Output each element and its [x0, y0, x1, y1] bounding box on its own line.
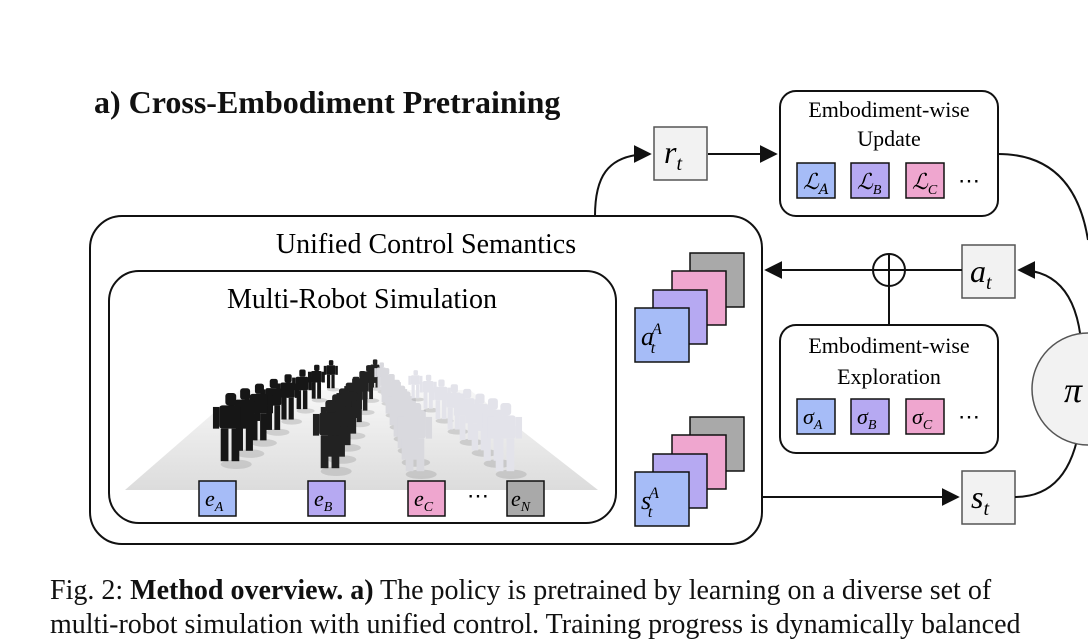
robot-figure — [323, 360, 340, 392]
svg-text:eN: eN — [511, 486, 531, 515]
policy-symbol: π — [1064, 370, 1083, 410]
figure-caption: Fig. 2: Method overview. a) The policy i… — [50, 574, 1088, 642]
robot-figure — [397, 403, 437, 479]
state-symbol: st — [971, 479, 989, 520]
reward-box — [653, 126, 708, 181]
loss-C-box: ℒC — [905, 162, 945, 199]
env-ellipsis: ⋯ — [467, 483, 489, 508]
robot-figure — [212, 393, 252, 469]
multi-robot-sim-title: Multi-Robot Simulation — [227, 284, 497, 315]
robot-figure — [487, 403, 527, 479]
svg-text:aAt: aAt — [641, 321, 662, 357]
loss-B-box: ℒB — [850, 162, 890, 199]
svg-text:eB: eB — [314, 486, 333, 515]
svg-text:sAt: sAt — [641, 485, 659, 521]
robot-figure — [408, 370, 425, 402]
env-B-box: eB — [307, 480, 346, 517]
sigma-B-box: σB — [850, 398, 890, 435]
svg-text:ℒA: ℒA — [803, 170, 829, 198]
robot-figure — [307, 364, 328, 403]
svg-text:ℒB: ℒB — [857, 169, 882, 198]
loss-A-box: ℒA — [796, 162, 836, 199]
svg-text:eA: eA — [205, 486, 224, 515]
sigma-C-box: σC — [905, 398, 945, 435]
section-title: a) Cross-Embodiment Pretraining — [94, 84, 561, 120]
env-N-box: eN — [506, 480, 545, 517]
caption-prefix: Fig. 2: — [50, 575, 131, 606]
action-symbol: at — [970, 253, 992, 294]
update-ellipsis: ⋯ — [958, 168, 980, 193]
env-C-box: eC — [407, 480, 446, 517]
svg-text:σB: σB — [857, 404, 877, 433]
svg-text:eC: eC — [414, 486, 434, 515]
arrow-unified-to-reward — [594, 145, 652, 217]
caption-line2: multi-robot simulation with unified cont… — [50, 609, 1021, 640]
exploration-title-line2: Exploration — [837, 364, 941, 389]
env-A-box: eA — [198, 480, 237, 517]
svg-text:σC: σC — [912, 404, 933, 433]
caption-bold: Method overview. a) — [130, 575, 374, 606]
svg-text:ℒC: ℒC — [912, 169, 938, 198]
svg-text:σA: σA — [803, 404, 823, 433]
policy-node — [1031, 332, 1088, 446]
arrow-update-to-policy — [997, 153, 1088, 241]
caption-text: The policy is pretrained by learning on … — [373, 575, 992, 606]
action-box — [961, 244, 1016, 299]
exploration-title-line1: Embodiment-wise — [808, 333, 969, 358]
exploration-ellipsis: ⋯ — [958, 404, 980, 429]
state-box — [961, 470, 1016, 525]
robot-figure — [419, 374, 439, 413]
robot-figure — [312, 400, 352, 476]
update-title-line1: Embodiment-wise — [808, 97, 969, 122]
reward-symbol: rt — [664, 134, 682, 175]
robot-simulation-image — [125, 359, 598, 490]
update-title-line2: Update — [857, 126, 921, 151]
sigma-A-box: σA — [796, 398, 836, 435]
unified-control-title: Unified Control Semantics — [276, 229, 576, 260]
